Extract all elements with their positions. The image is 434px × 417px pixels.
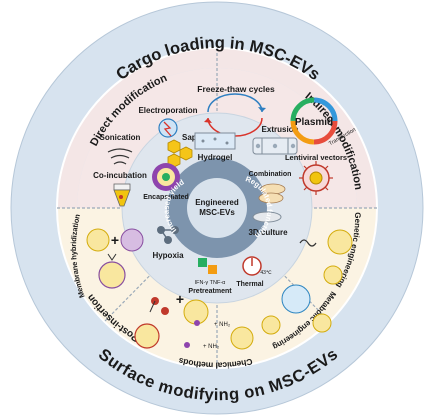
hydrogel-label: Hydrogel	[198, 153, 233, 162]
culture-dish-icon	[252, 211, 282, 223]
thermometer-icon	[242, 256, 262, 276]
combination-label: Combination	[249, 171, 292, 178]
svg-text:+ NH₂: + NH₂	[203, 344, 220, 350]
chemical-methods-icon: + NH₂ + NH₂	[184, 320, 254, 350]
center-line2: MSC-EVs	[199, 208, 235, 217]
co-incubation-label: Co-incubation	[93, 171, 147, 180]
electroporation-icon	[158, 118, 178, 138]
extrusion-label: Extrusion	[262, 125, 299, 134]
pretreatment-cytokines-label: IFN-γ TNF-α	[195, 280, 226, 286]
combination-icon	[258, 183, 286, 204]
hydrogel-icon	[194, 132, 236, 150]
lentivirus-icon	[299, 161, 333, 195]
3d-culture-label: 3D culture	[248, 228, 288, 237]
thermal-value-label: 43℃	[260, 270, 272, 276]
extrusion-icon	[252, 137, 298, 155]
membrane-hybridization-icon: +	[86, 228, 144, 289]
svg-text:+ NH₂: + NH₂	[214, 322, 231, 328]
tube-icon	[113, 183, 131, 207]
pretreatment-icon	[198, 258, 217, 274]
svg-text:+: +	[111, 232, 119, 248]
sonication-icon	[107, 148, 133, 165]
hypoxia-icon	[157, 226, 179, 244]
pretreatment-label: Pretreatment	[188, 288, 232, 295]
metabolic-engineering-icon	[261, 284, 332, 335]
hypoxia-label: Hypoxia	[152, 251, 184, 260]
sonication-label: Sonication	[100, 133, 141, 142]
middle-ring-top-band	[57, 48, 377, 208]
center-disc	[187, 178, 247, 238]
plasmid-icon: Plasmid	[290, 97, 338, 145]
lentiviral-label: Lentiviral vectors	[285, 153, 347, 162]
encapsulated-label: Encapsulated	[143, 194, 189, 201]
genetic-engineering-icon	[299, 229, 353, 285]
encapsulated-icon	[152, 163, 180, 191]
post-insertion-icon: +	[134, 291, 209, 349]
freeze-thaw-label: Freeze-thaw cycles	[197, 84, 275, 94]
svg-text:+: +	[176, 291, 184, 307]
saponins-icon	[167, 139, 193, 168]
plasmid-label: Plasmid	[295, 117, 333, 128]
electroporation-label: Electroporation	[138, 106, 197, 115]
center-line1: Engineered	[195, 198, 239, 207]
thermal-label: Thermal	[236, 281, 263, 288]
